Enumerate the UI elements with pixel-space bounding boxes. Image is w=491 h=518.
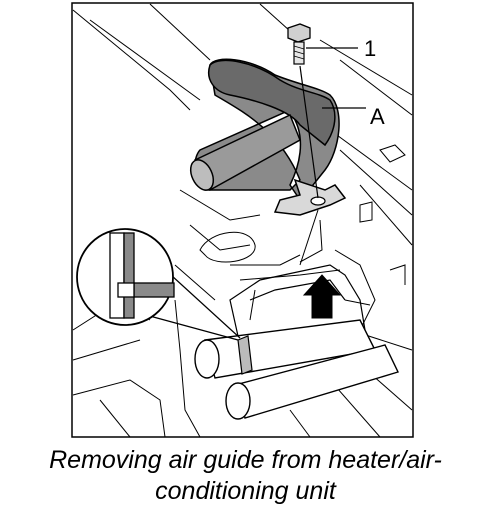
callout-1-label: 1 bbox=[364, 36, 376, 61]
removal-direction-arrow-icon bbox=[302, 274, 342, 319]
bolt-1 bbox=[287, 23, 311, 65]
bolt-hole-guide-line bbox=[299, 209, 319, 266]
figure-caption: Removing air guide from heater/air- cond… bbox=[0, 445, 491, 507]
retaining-clip bbox=[237, 335, 253, 375]
exploded-view-drawing: 1 A bbox=[71, 2, 414, 438]
air-guide-a bbox=[189, 58, 347, 216]
bolt-travel-line bbox=[299, 65, 319, 199]
caption-line-1: Removing air guide from heater/air- bbox=[49, 446, 442, 474]
diagram-figure: 1 A bbox=[71, 2, 414, 438]
callout-a-label: A bbox=[370, 104, 385, 129]
detail-inset bbox=[76, 228, 241, 341]
caption-line-2: conditioning unit bbox=[155, 477, 336, 505]
